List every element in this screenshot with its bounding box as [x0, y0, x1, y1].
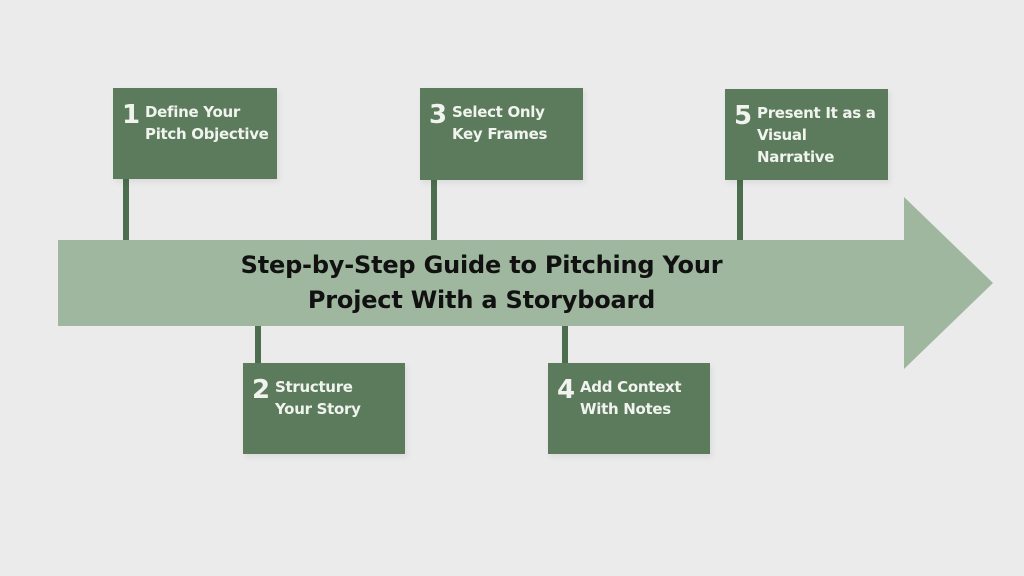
step-label-4: Add Context With Notes: [580, 376, 681, 420]
step-label-5: Present It as a Visual Narrative: [757, 102, 876, 168]
step-box-2: 2 Structure Your Story: [243, 363, 405, 454]
step-label-line: With Notes: [580, 400, 671, 418]
connector-step-3: [431, 180, 437, 241]
step-box-1: 1 Define Your Pitch Objective: [113, 88, 277, 179]
step-number-5: 5: [734, 101, 753, 131]
step-label-line: Define Your: [145, 103, 240, 121]
step-label-line: Present It as a: [757, 104, 876, 122]
step-number-2: 2: [252, 375, 271, 405]
connector-step-1: [123, 179, 129, 241]
step-label-line: Visual: [757, 126, 807, 144]
step-number-4: 4: [557, 375, 576, 405]
infographic-title-line-1: Step-by-Step Guide to Pitching Your: [240, 251, 723, 279]
connector-step-5: [737, 180, 743, 241]
step-label-line: Add Context: [580, 378, 682, 396]
step-label-line: Key Frames: [452, 125, 548, 143]
timeline-arrowhead-icon: [904, 197, 993, 369]
step-label-2: Structure Your Story: [275, 376, 361, 420]
step-label-1: Define Your Pitch Objective: [145, 101, 269, 145]
step-label-line: Pitch Objective: [145, 125, 269, 143]
step-label-line: Narrative: [757, 148, 835, 166]
timeline-arrow-body: Step-by-Step Guide to Pitching Your Proj…: [58, 240, 905, 326]
step-box-4: 4 Add Context With Notes: [548, 363, 710, 454]
step-number-1: 1: [122, 100, 141, 130]
connector-step-4: [562, 325, 568, 364]
step-label-line: Select Only: [452, 103, 545, 121]
infographic-title-line-2: Project With a Storyboard: [307, 286, 656, 314]
step-label-line: Structure: [275, 378, 353, 396]
step-label-3: Select Only Key Frames: [452, 101, 547, 145]
connector-step-2: [255, 325, 261, 364]
step-label-line: Your Story: [275, 400, 361, 418]
step-number-3: 3: [429, 100, 448, 130]
step-box-5: 5 Present It as a Visual Narrative: [725, 89, 888, 180]
step-box-3: 3 Select Only Key Frames: [420, 88, 583, 180]
